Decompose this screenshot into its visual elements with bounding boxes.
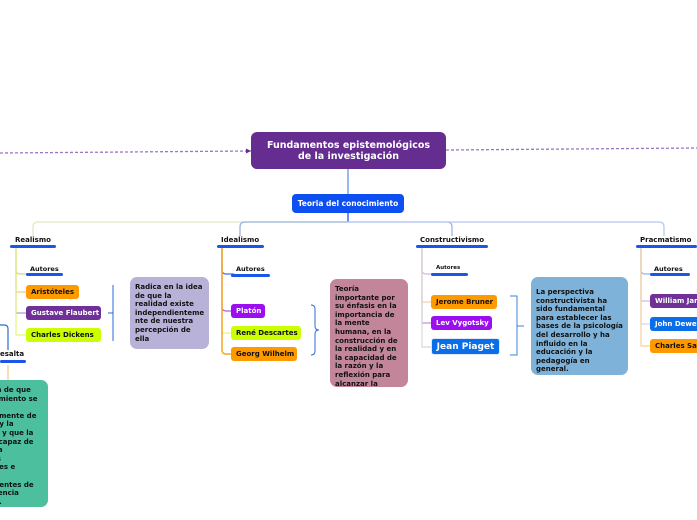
link-realismo [32, 221, 348, 236]
branch-underline [217, 245, 264, 248]
branch-underline [636, 245, 697, 248]
author-jean-piaget[interactable]: Jean Piaget [431, 338, 500, 355]
note-partial-left[interactable]: ea de que cimiento se almente de n y la … [0, 380, 48, 507]
branch-underline [416, 245, 488, 248]
author-platon[interactable]: Platón [231, 304, 265, 318]
branch-idealismo[interactable]: Idealismo [221, 236, 260, 244]
link-constructivismo [348, 221, 453, 236]
author-john-dewey[interactable]: John Dewey [650, 317, 697, 331]
autores-label[interactable]: Autores [236, 265, 265, 273]
autores-label[interactable]: Autores [654, 265, 683, 273]
author-william-james[interactable]: William James [650, 294, 697, 308]
autores-underline [431, 273, 468, 276]
relationship-line-left [0, 150, 252, 154]
author-lev-vygotsky[interactable]: Lev Vygotsky [431, 316, 492, 330]
link-idealismo [239, 221, 348, 236]
autores-label[interactable]: Autores [30, 265, 59, 273]
relationship-line-right [445, 147, 697, 151]
autores-label[interactable]: Autores [436, 265, 461, 271]
branch-pracmatismo[interactable]: Pracmatismo [640, 236, 692, 244]
autores-underline [231, 274, 270, 277]
subtopic-teoria-del-conocimiento[interactable]: Teoria del conocimiento [292, 194, 404, 213]
branch-underline [10, 245, 56, 248]
arrow-head-left [246, 148, 251, 154]
author-georg-wilhelm[interactable]: Georg Wilhelm [231, 347, 297, 361]
central-topic[interactable]: Fundamentos epistemológicos de la invest… [251, 132, 446, 169]
branch-underline [0, 360, 26, 363]
author-rene-descartes[interactable]: René Descartes [231, 326, 301, 340]
autores-underline [650, 273, 690, 276]
author-jerome-bruner[interactable]: Jerome Bruner [431, 295, 497, 309]
branch-realismo[interactable]: Realismo [15, 236, 51, 244]
autores-underline [26, 273, 63, 276]
author-aristoteles[interactable]: Aristóteles [26, 285, 79, 299]
note-idealismo[interactable]: Teoría importante por su énfasis en la i… [330, 279, 408, 387]
author-gustave-flaubert[interactable]: Gustave Flaubert [26, 306, 101, 320]
link-pracmatismo [348, 221, 665, 236]
note-realismo[interactable]: Radica en la idea de que la realidad exi… [130, 277, 209, 349]
author-charles-sanders[interactable]: Charles Sanders [650, 339, 697, 353]
branch-constructivismo[interactable]: Constructivismo [420, 236, 485, 244]
author-charles-dickens[interactable]: Charles Dickens [26, 328, 101, 342]
note-constructivismo[interactable]: La perspectiva constructivista ha sido f… [531, 277, 628, 375]
branch-partial-resalta[interactable]: esalta [0, 350, 25, 358]
